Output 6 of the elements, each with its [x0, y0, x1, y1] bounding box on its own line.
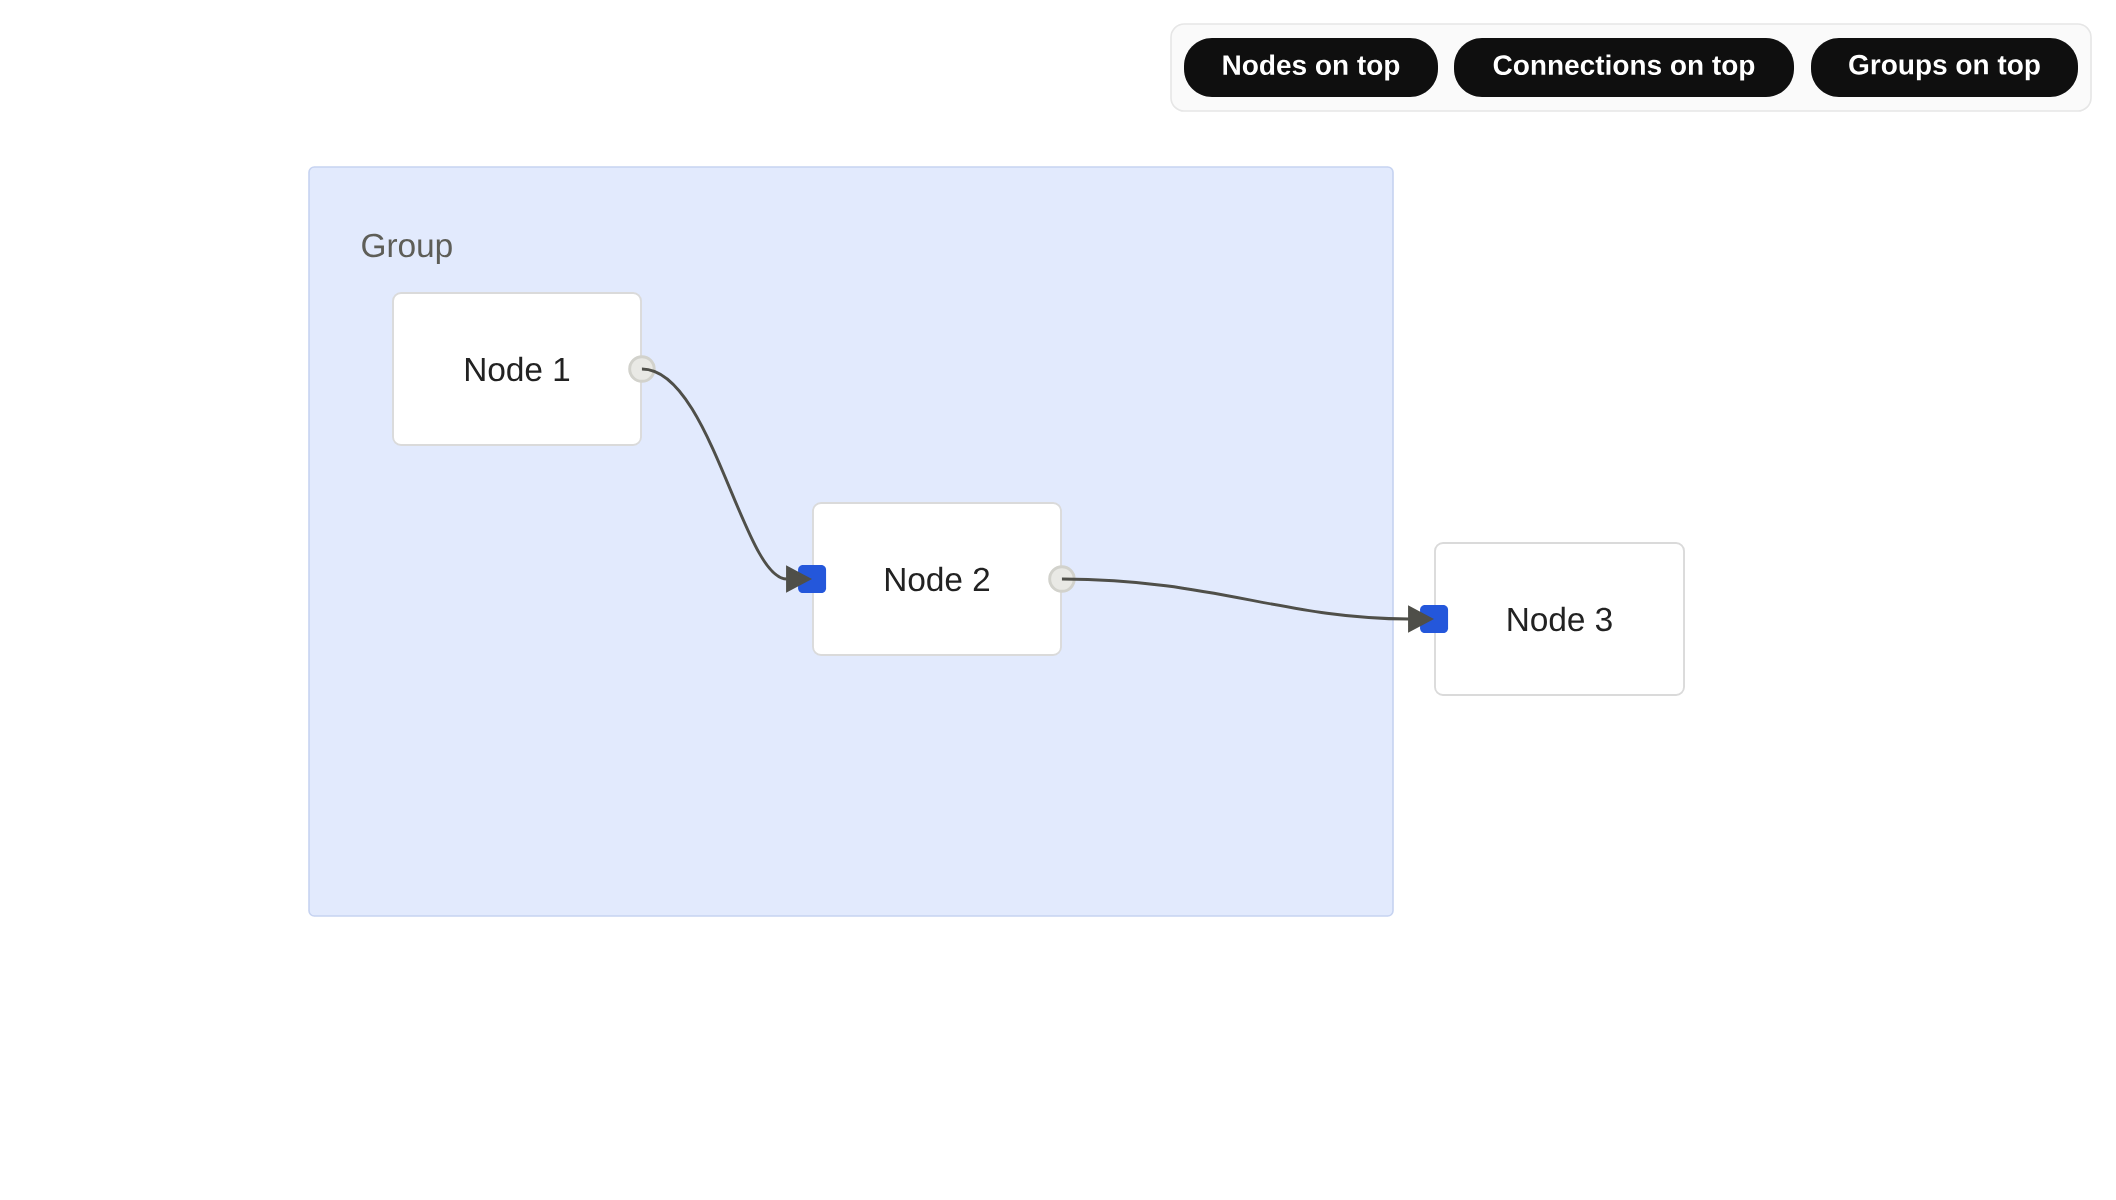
toggle-button: Groups on top — [1811, 38, 2078, 97]
node-box: Node 1 — [392, 292, 642, 446]
toggle-button: Connections on top — [1454, 38, 1794, 97]
node-box: Node 3 — [1434, 542, 1685, 696]
node-box: Node 2 — [812, 502, 1062, 656]
toggle-button: Nodes on top — [1184, 38, 1438, 97]
